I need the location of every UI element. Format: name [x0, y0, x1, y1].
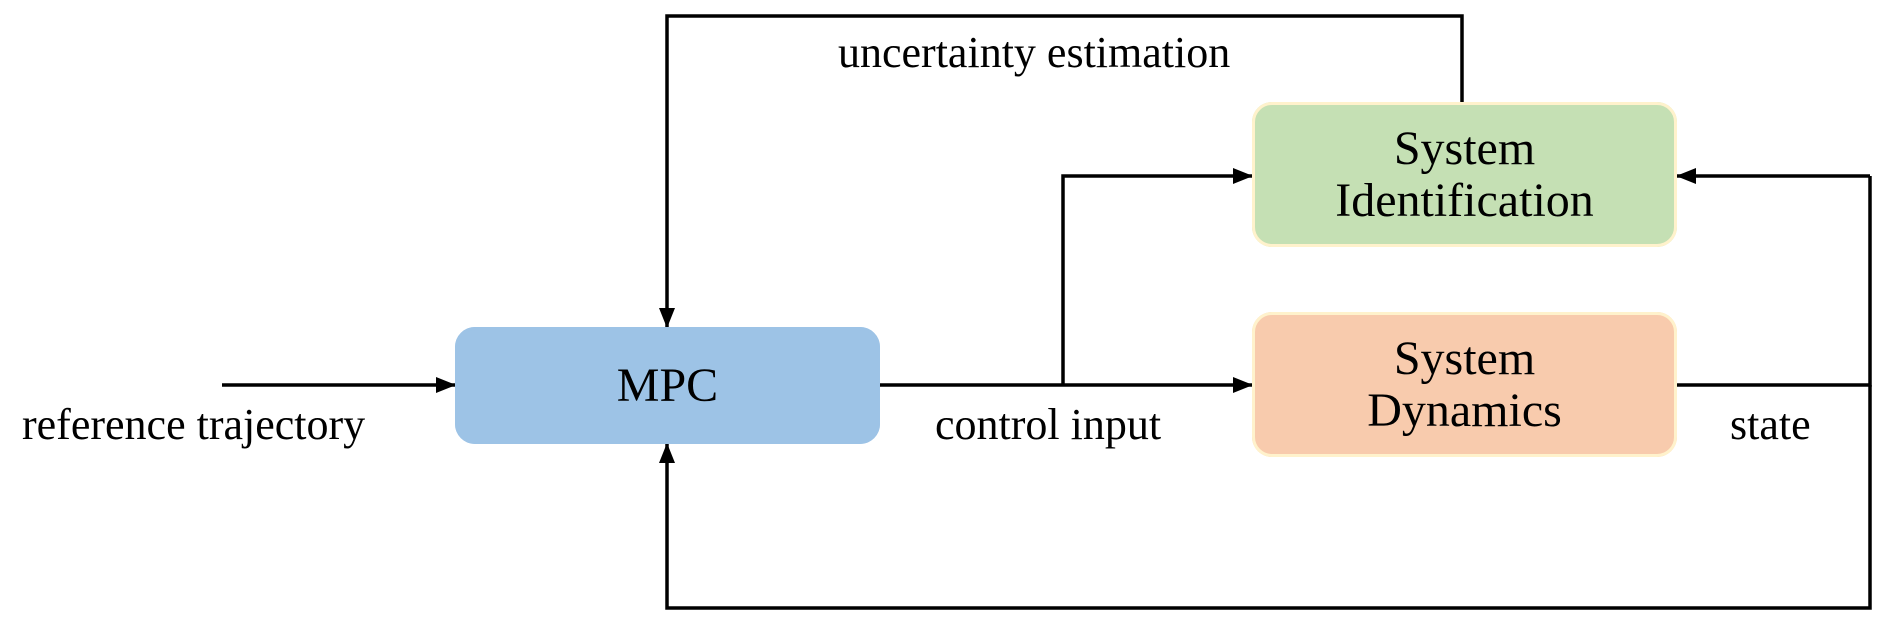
system-dynamics-label-line1: System	[1393, 331, 1536, 385]
state-feedback-arrow	[659, 385, 1872, 610]
system-dynamics-label-line2: Dynamics	[1367, 383, 1562, 437]
system-identification-label-line2: Identification	[1335, 173, 1594, 227]
mpc-label: MPC	[616, 358, 719, 412]
system-identification-label-line1: System	[1393, 121, 1536, 175]
system-identification-block: System Identification	[1252, 102, 1677, 247]
system-dynamics-block-fill	[1252, 312, 1677, 457]
uncertainty-estimation-label: uncertainty estimation	[838, 28, 1231, 77]
state-output-line	[1677, 176, 1872, 387]
mpc-block-fill	[455, 327, 880, 444]
system-dynamics-block: System Dynamics	[1252, 312, 1677, 457]
control-to-sysid-arrow	[1061, 168, 1253, 385]
reference-trajectory-label: reference trajectory	[22, 400, 366, 449]
state-label: state	[1730, 400, 1811, 449]
system-identification-block-fill	[1252, 102, 1677, 247]
mpc-block: MPC	[455, 327, 880, 444]
control-input-label: control input	[935, 400, 1162, 449]
uncertainty-feedback-arrow	[659, 14, 1464, 328]
